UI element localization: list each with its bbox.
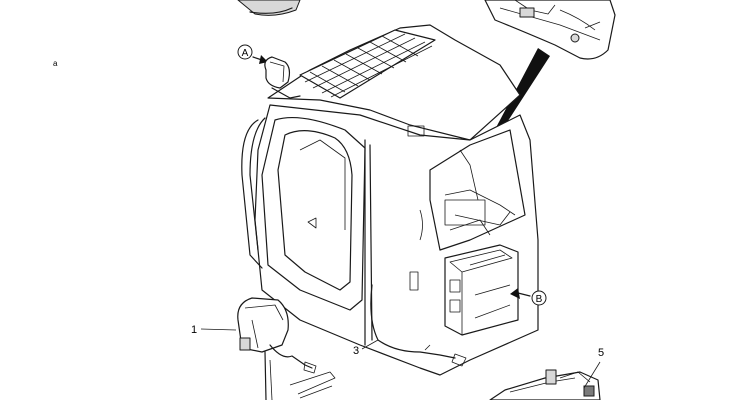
arrow-b-icon — [510, 288, 520, 299]
callout-5-label: 5 — [598, 347, 604, 359]
callout-3: 3 — [353, 339, 379, 357]
lower-control-box — [444, 244, 519, 336]
view-marker-b-label: B — [536, 294, 543, 305]
stray-mark: a — [53, 59, 58, 68]
operator-cab — [241, 24, 539, 376]
bottom-right-component — [489, 369, 601, 400]
bottom-bracket — [289, 371, 336, 399]
callout-1-label: 1 — [191, 324, 197, 336]
callout-3-label: 3 — [353, 345, 359, 357]
wire-harness — [370, 284, 456, 359]
top-partial-component — [237, 0, 301, 16]
callout-1: 1 — [191, 324, 237, 336]
roof-light — [264, 56, 301, 99]
view-marker-a: A — [237, 44, 268, 64]
cab-light-assembly — [237, 297, 317, 400]
detail-panel-top-right — [484, 0, 616, 60]
view-marker-b: B — [510, 288, 547, 306]
view-marker-a-label: A — [242, 48, 249, 59]
callout-5: 5 — [583, 347, 604, 389]
roof-guard — [299, 29, 436, 99]
